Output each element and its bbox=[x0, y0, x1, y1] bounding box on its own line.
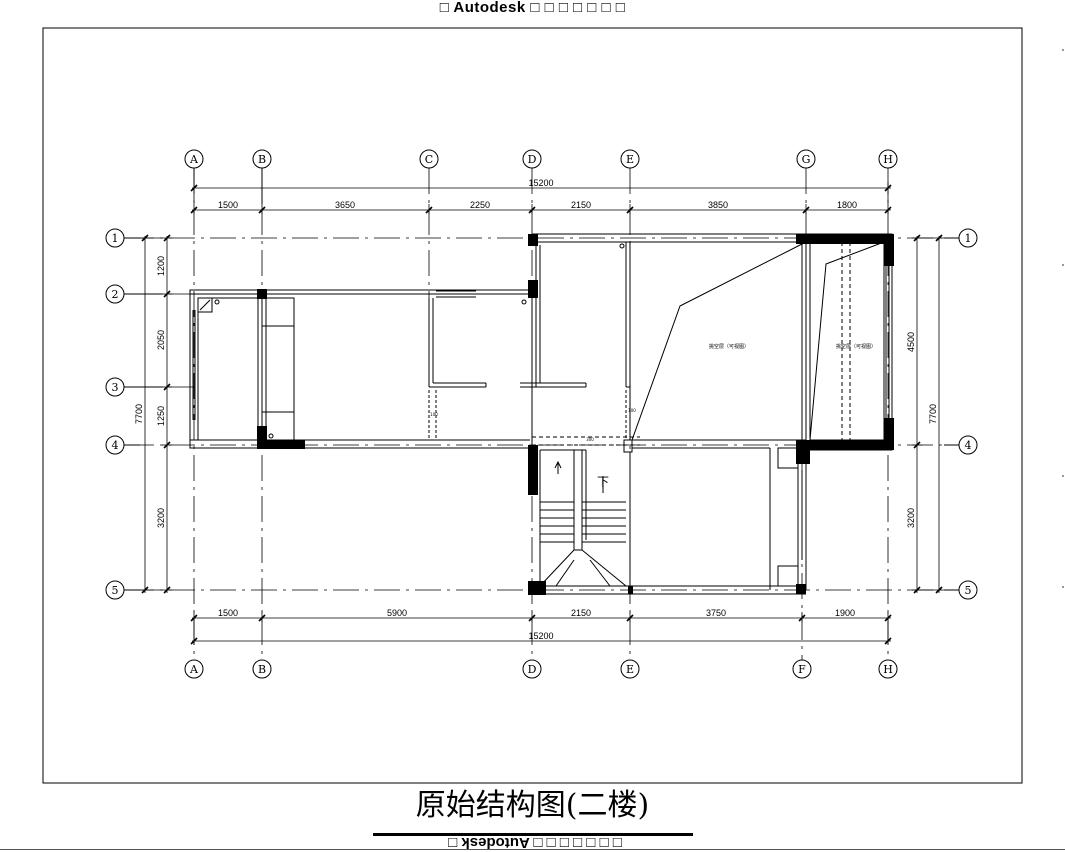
axis-label-right: 5 bbox=[965, 584, 972, 597]
axis-label-left: 4 bbox=[112, 439, 119, 452]
axis-label-top: D bbox=[528, 153, 537, 166]
dimension-segment: 2050 bbox=[156, 330, 166, 350]
axis-label-top: A bbox=[189, 153, 199, 166]
right-dimension-ticks bbox=[913, 234, 943, 594]
axis-label-top: B bbox=[258, 153, 266, 166]
drawing-frame bbox=[42, 27, 1023, 784]
void-label: 挑空层（可视图） bbox=[709, 343, 749, 350]
axis-label-bottom: E bbox=[626, 663, 634, 676]
dimension-segment: 1200 bbox=[156, 256, 166, 276]
axis-label-right: 1 bbox=[965, 232, 972, 245]
dimension-segment: 3750 bbox=[706, 608, 726, 618]
room-annotations: 挑空层（可视图） 挑空层（可视图） 下 100 100 300 bbox=[430, 343, 876, 489]
axis-label-left: 1 bbox=[112, 232, 119, 245]
watermark-top: □ Autodesk □ □ □ □ □ □ □ bbox=[439, 0, 626, 16]
axis-label-bottom: D bbox=[528, 663, 537, 676]
dimension-total: 15200 bbox=[528, 178, 553, 188]
dimension-segment: 2150 bbox=[571, 200, 591, 210]
axis-label-top: E bbox=[626, 153, 634, 166]
axis-label-bottom: B bbox=[258, 663, 266, 676]
bottom-dimension-ticks bbox=[190, 614, 892, 645]
dimension-segment: 4500 bbox=[906, 332, 916, 352]
watermark-bottom: □ □ □ □ □ □ □ Autodesk □ bbox=[448, 834, 622, 851]
axis-label-bottom: A bbox=[189, 663, 199, 676]
dimension-total: 15200 bbox=[528, 631, 553, 641]
axis-label-left: 3 bbox=[112, 381, 119, 394]
dimension-segment: 2150 bbox=[571, 608, 591, 618]
dimension-segment: 3850 bbox=[708, 200, 728, 210]
top-dimension-ticks bbox=[190, 184, 892, 214]
dimension-segment: 1500 bbox=[218, 200, 238, 210]
dimension-segment: 1800 bbox=[837, 200, 857, 210]
dimension-segment: 2250 bbox=[470, 200, 490, 210]
axis-label-bottom: H bbox=[883, 663, 893, 676]
axis-label-right: 4 bbox=[965, 439, 972, 452]
dimension-segment: 3200 bbox=[156, 508, 166, 528]
margin-marks bbox=[1062, 49, 1064, 588]
axis-label-left: 5 bbox=[112, 584, 119, 597]
axis-bubbles bbox=[105, 149, 978, 679]
void-label: 挑空层（可视图） bbox=[836, 343, 876, 350]
axis-label-left: 2 bbox=[112, 288, 119, 301]
dimension-segment: 3200 bbox=[906, 508, 916, 528]
dimension-segment: 1500 bbox=[218, 608, 238, 618]
structural-columns bbox=[257, 234, 894, 595]
axis-label-top: H bbox=[883, 153, 893, 166]
axis-label-top: G bbox=[802, 153, 811, 166]
small-note: 100 bbox=[628, 408, 636, 413]
dimension-labels: 15200 1500 3650 2250 2150 3850 1800 1500… bbox=[134, 178, 938, 641]
walls bbox=[189, 233, 893, 595]
dimension-total: 7700 bbox=[928, 404, 938, 424]
dimension-segment: 5900 bbox=[387, 608, 407, 618]
stair-direction-label: 下 bbox=[597, 475, 609, 489]
dimension-total: 7700 bbox=[134, 404, 144, 424]
axis-label-top: C bbox=[425, 153, 433, 166]
dimension-segment: 3650 bbox=[335, 200, 355, 210]
dimension-segment: 1900 bbox=[835, 608, 855, 618]
title-underline bbox=[373, 833, 693, 836]
page-bottom-rule bbox=[0, 849, 1065, 850]
small-note: 300 bbox=[586, 437, 594, 442]
staircase bbox=[539, 449, 627, 587]
small-note: 100 bbox=[430, 412, 438, 417]
left-dimension-ticks bbox=[141, 234, 171, 594]
dimension-segment: 1250 bbox=[156, 406, 166, 426]
drawing-title: 原始结构图(二楼) bbox=[415, 788, 650, 823]
axis-labels: A B C D E G H A B D E F H 1 2 3 4 5 1 4 … bbox=[112, 153, 972, 676]
axis-label-bottom: F bbox=[798, 663, 806, 676]
